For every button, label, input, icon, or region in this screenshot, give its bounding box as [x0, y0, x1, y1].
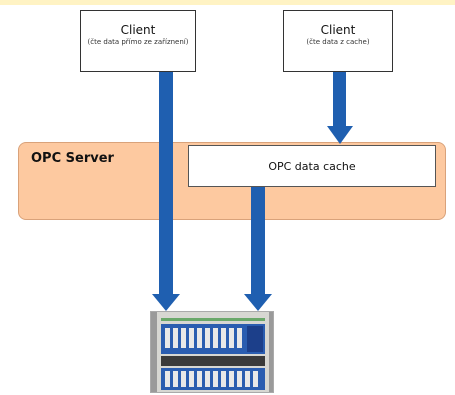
client-cache-box: Client (čte data z cache) — [283, 10, 393, 72]
client-direct-box: Client (čte data přímo ze zaříznení) — [80, 10, 196, 72]
client-cache-title: Client — [320, 23, 356, 37]
client-cache-subtitle: (čte data z cache) — [306, 38, 370, 46]
opc-server-title: OPC Server — [31, 151, 114, 166]
client-direct-title: Client — [120, 23, 156, 37]
opc-data-cache-label: OPC data cache — [268, 159, 356, 173]
arrow-client-cache-to-cache — [327, 72, 353, 144]
io-module-icon — [151, 312, 273, 392]
top-band — [0, 0, 455, 5]
client-direct-subtitle: (čte data přímo ze zaříznení) — [87, 38, 189, 46]
opc-data-cache-box: OPC data cache — [188, 145, 436, 187]
arrow-client-direct-to-device — [152, 72, 180, 311]
device-hardware-image — [150, 311, 274, 393]
arrow-cache-to-device — [244, 187, 272, 311]
